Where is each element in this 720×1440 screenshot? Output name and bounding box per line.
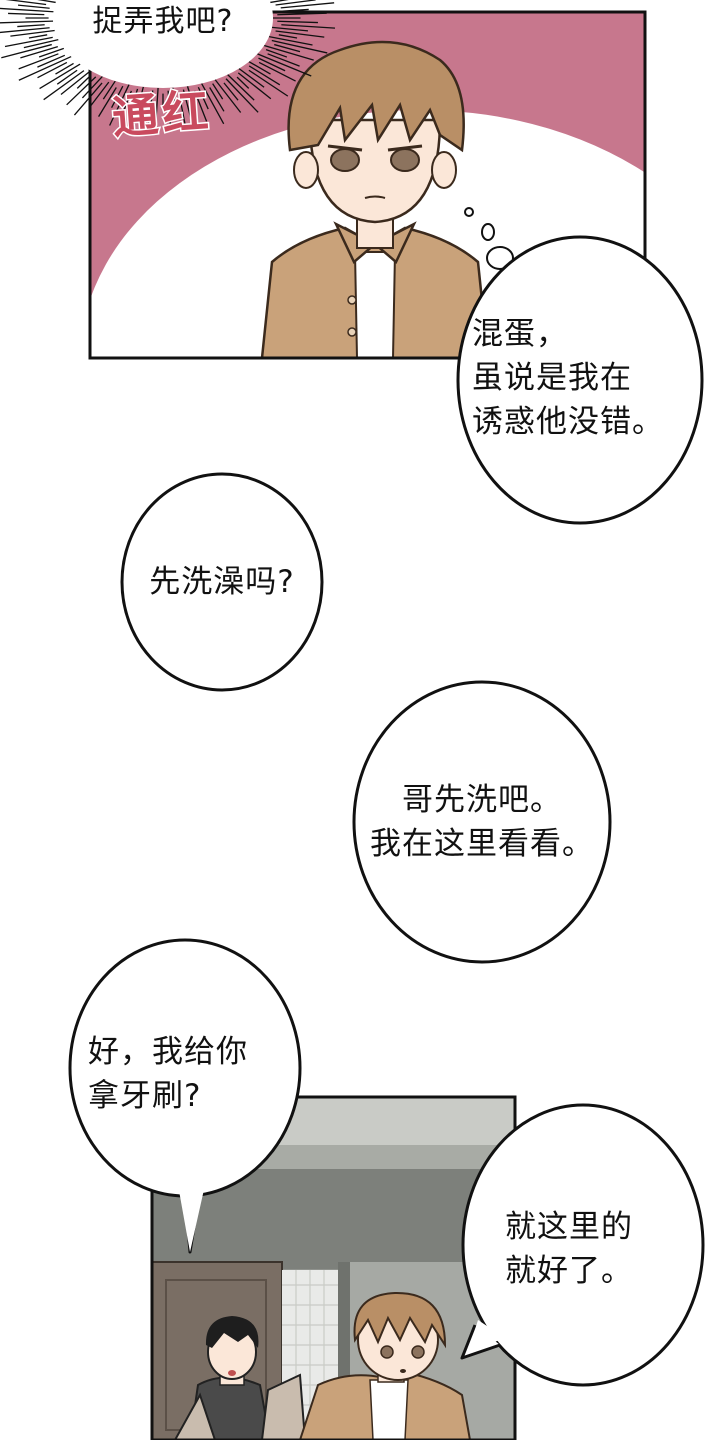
bubble-you-first-text: 哥先洗吧。 我在这里看看。 (370, 782, 594, 862)
spike-line (248, 65, 281, 86)
spike-line (212, 83, 224, 100)
bubble-you-first-shape (352, 680, 612, 964)
spike-line (102, 80, 116, 100)
spike-line (281, 24, 336, 29)
top-bubble-text: 捉弄我吧? (92, 4, 234, 39)
spike-line (133, 86, 144, 124)
spike-line (237, 72, 272, 100)
spike-line (28, 34, 48, 39)
spike-line (172, 87, 177, 114)
spike-line (20, 45, 58, 59)
spike-line (236, 76, 250, 89)
spike-line (271, 39, 328, 54)
spike-line (38, 47, 65, 58)
spike-line (201, 83, 225, 125)
spike-line (272, 8, 309, 13)
bubble-bath-text: 先洗澡吗? (149, 564, 295, 600)
bubble-bath-shape (120, 472, 324, 692)
spike-line (267, 53, 300, 67)
spike-line (37, 0, 56, 4)
spike-line (248, 61, 271, 75)
spike-line (37, 61, 68, 79)
brown-haired-boy (298, 1291, 472, 1440)
bubble-toothbrush-text: 好，我给你 拿牙刷? (88, 1034, 248, 1114)
panel-1-border (88, 10, 647, 360)
spike-line (111, 85, 124, 108)
spike-line (265, 48, 288, 58)
spike-line (182, 89, 192, 119)
bubble-here-is-fine-shape (461, 1103, 705, 1387)
spike-line (37, 54, 66, 68)
spike-line (223, 82, 239, 101)
spike-line (81, 75, 103, 99)
spike-line (4, 36, 53, 48)
dark-haired-man (173, 1316, 307, 1440)
spike-line (39, 63, 81, 90)
blush-sfx: 通红 (109, 82, 216, 146)
spike-line (17, 24, 45, 28)
spike-line (8, 12, 45, 16)
spike-line (178, 92, 187, 131)
spike-line (277, 12, 327, 16)
spike-line (88, 81, 110, 108)
thought-bubble-shape (456, 235, 704, 525)
spike-line (248, 69, 289, 97)
spike-line (0, 7, 54, 13)
spike-line (280, 2, 335, 9)
spike-line (98, 87, 117, 117)
spike-line (274, 43, 301, 53)
spike-line (76, 76, 90, 89)
spike-line (209, 87, 225, 112)
boy-character (260, 40, 490, 358)
spike-line (5, 0, 47, 6)
spike-line (55, 62, 74, 75)
spike-line (270, 0, 289, 4)
spike-line (1, 43, 52, 59)
spike-line (214, 79, 242, 113)
spike-line (194, 90, 208, 122)
spike-line (225, 78, 259, 113)
spike-line (43, 70, 85, 101)
spike-line (18, 53, 59, 70)
spike-line (186, 86, 195, 106)
spike-line (60, 70, 92, 95)
spike-line (66, 76, 97, 106)
spike-line (121, 90, 133, 117)
spike-line (275, 30, 325, 38)
spike-line (146, 90, 154, 131)
spike-line (197, 86, 209, 110)
bubble-here-is-fine-text: 就这里的 就好了。 (505, 1209, 633, 1289)
spike-line (131, 88, 139, 106)
spike-line (268, 35, 313, 46)
spike-line (18, 55, 72, 81)
spike-line (257, 53, 312, 77)
spike-line (155, 87, 159, 120)
spike-line (271, 26, 309, 32)
spike-line (73, 82, 103, 116)
spike-line (227, 74, 255, 101)
spike-line (275, 0, 316, 6)
spike-line (258, 57, 286, 72)
spike-line (238, 68, 265, 88)
spike-line (0, 27, 50, 34)
spike-line (0, 20, 54, 24)
spike-line (56, 69, 78, 85)
spike-line (23, 38, 59, 49)
spike-line (10, 29, 55, 37)
spike-line (17, 4, 50, 9)
spike-line (263, 44, 314, 61)
spike-line (109, 84, 130, 126)
spike-line (277, 20, 318, 24)
spike-line (278, 34, 298, 39)
spike-line (258, 61, 296, 82)
spike-line (142, 92, 148, 114)
thought-bubble-text: 混蛋， 虽说是我在 诱惑他没错。 (472, 316, 664, 440)
spike-line (167, 90, 172, 126)
